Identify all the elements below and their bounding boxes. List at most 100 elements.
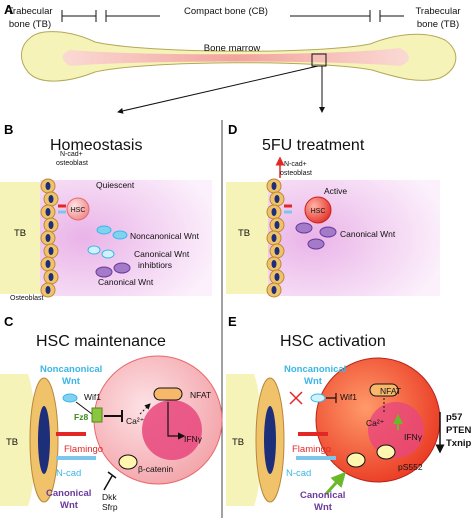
target-p57: p57 [446, 412, 462, 423]
nfat-box-e [369, 383, 399, 397]
tb-region-c [0, 374, 36, 506]
osteoblast-nucleus-c [38, 406, 50, 474]
d-osteoblast-nucleus-3 [274, 221, 280, 229]
wif1-line-c [75, 401, 93, 415]
noncanonical-label-b: Noncanonical Wnt [130, 231, 200, 241]
canonical-label-e2: Wnt [314, 502, 333, 513]
panel-c-letter: C [4, 314, 14, 329]
zoom-box [311, 53, 327, 67]
canonical-wnt-b2 [113, 262, 131, 274]
d-osteoblast-nucleus-2 [271, 208, 277, 216]
target-pten: PTEN [446, 425, 471, 436]
bcatenin-c [118, 454, 138, 470]
wif1-label-e: Wif1 [340, 392, 357, 402]
inhibitor-b1 [87, 245, 101, 255]
canonical-label-c1: Canonical [46, 488, 91, 499]
b-osteoblast-nucleus-4 [45, 234, 51, 242]
canonical-wnt-b1 [95, 266, 113, 278]
panel-b-letter: B [4, 122, 13, 137]
panel-c: C HSC maintenance TB Noncanonical Wnt Wi… [0, 314, 223, 512]
ifn-label-e: IFNγ [404, 432, 423, 442]
hsc-label-b: HSC [71, 207, 86, 214]
nfat-label-e: NFAT [380, 386, 401, 396]
b-osteoblast-nucleus-7 [48, 273, 54, 281]
bcatenin-e2 [376, 444, 396, 460]
noncanonical-label-c1: Noncanonical [40, 364, 102, 375]
b-osteoblast-nucleus-8 [45, 286, 51, 294]
hsc-cell-d [304, 196, 332, 224]
panel-d: D 5FU treatment TB N-cad+ osteoblast Act… [226, 122, 440, 298]
tb-label-d: TB [238, 228, 250, 239]
panel-a-letter: A [4, 2, 14, 17]
ps552-label: pS552 [398, 462, 423, 472]
bcatenin-label-c: β-catenin [138, 464, 173, 474]
noncanonical-wnt-e [310, 393, 326, 403]
ncad-osteoblast-label-2: osteoblast [56, 160, 88, 167]
ncad-bar [56, 456, 96, 460]
ncad-label-c: N-cad [56, 468, 81, 479]
d-osteoblast-nucleus-0 [271, 182, 277, 190]
cross-mark-e [289, 391, 303, 405]
flamingo-label-e: Flamingo [292, 444, 331, 455]
tb-label-b: TB [14, 228, 26, 239]
nfat-to-ifn-c [167, 402, 186, 440]
b-osteoblast-nucleus-6 [45, 260, 51, 268]
b-osteoblast-nucleus-5 [48, 247, 54, 255]
ca-label-c: Ca²⁺ [126, 416, 144, 426]
fz8-label: Fz8 [74, 412, 88, 422]
ncad-osteoblast-label-d1: N-cad+ [284, 161, 307, 168]
target-txnip: Txnip [446, 438, 472, 449]
ncad-label-e: N-cad [286, 468, 311, 479]
nucleus-e [368, 402, 424, 458]
dkk-label: Dkk [102, 492, 117, 502]
trabecular-right-label-2: bone (TB) [417, 19, 459, 30]
osteoblast-nucleus-e [264, 406, 276, 474]
nfat-box-c [153, 387, 183, 401]
nfat-label-c: NFAT [190, 390, 211, 400]
bone-marrow-label: Bone marrow [204, 43, 261, 54]
trabecular-left-label-1: Trabecular [7, 6, 52, 17]
ncad-bar-e [296, 456, 336, 460]
bracket-middle [105, 10, 371, 22]
noncanonical-wnt-c [62, 393, 78, 403]
wif1-inhibit-e [326, 393, 337, 403]
canonical-wnt-d2 [319, 226, 337, 238]
quiescent-label: Quiescent [96, 180, 135, 190]
canonical-label-b: Canonical Wnt [98, 277, 154, 287]
inhibitors-label-2: inhibtiors [138, 260, 172, 270]
flamingo-bar [56, 432, 86, 436]
d-osteoblast-nucleus-8 [271, 286, 277, 294]
canonical-arrow-e [324, 471, 347, 496]
zoom-arrow-left [117, 65, 319, 114]
d-osteoblast-nucleus-1 [274, 195, 280, 203]
panel-e: E HSC activation TB Noncanonical Wnt Wif… [226, 314, 472, 513]
dkk-inhibit [103, 471, 117, 491]
b-osteoblast-nucleus-3 [48, 221, 54, 229]
bone-marrow [62, 48, 409, 66]
noncanonical-wnt-b2 [112, 230, 128, 240]
panel-b: B Homeostasis TB N-cad+ osteoblast Quies… [0, 122, 212, 302]
wif1-label-c: Wif1 [84, 392, 101, 402]
noncanonical-label-e1: Noncanonical [284, 364, 346, 375]
flamingo-label-c: Flamingo [64, 444, 103, 455]
ncad-osteoblast-label-d2: osteoblast [280, 170, 312, 177]
inhibitor-b2 [101, 249, 115, 259]
compact-bone-label: Compact bone (CB) [184, 6, 268, 17]
trabecular-right-label-1: Trabecular [415, 6, 460, 17]
hsc-cell-b [66, 197, 90, 221]
nucleus-c [142, 400, 202, 460]
fz8-inhibit-ca [104, 410, 123, 422]
d-osteoblast-nucleus-5 [274, 247, 280, 255]
tb-label-c: TB [6, 437, 18, 448]
noncanonical-label-e2: Wnt [304, 376, 323, 387]
ca-label-e: Ca²⁺ [366, 418, 384, 428]
canonical-wnt-d1 [295, 222, 313, 234]
d-osteoblast-nucleus-6 [271, 260, 277, 268]
canonical-label-e1: Canonical [300, 490, 345, 501]
sfrp-label: Sfrp [102, 502, 118, 512]
osteoblast-column-d [266, 178, 285, 298]
panel-a: A Trabecular bone (TB) Compact bone (CB)… [4, 2, 461, 114]
bracket-left [61, 10, 97, 22]
canonical-label-c2: Wnt [60, 500, 79, 511]
tb-region-b [0, 182, 40, 294]
